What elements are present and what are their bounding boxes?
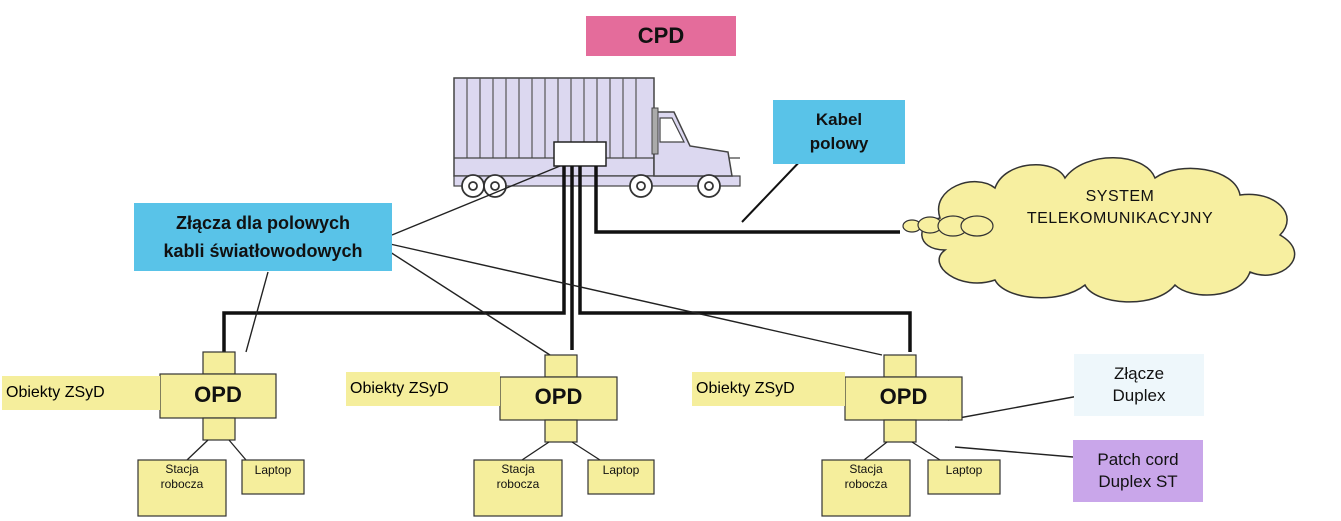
stacja-line2-3: robocza bbox=[844, 477, 888, 491]
zlacze-line2: Duplex bbox=[1112, 386, 1166, 405]
patch-cord-box: Patch cord Duplex ST bbox=[1073, 440, 1203, 502]
laptop-label-2: Laptop bbox=[602, 463, 640, 477]
cloud-shape bbox=[902, 157, 1296, 303]
fiber-cables bbox=[222, 166, 912, 352]
obiekty-label-3: Obiekty ZSyD bbox=[692, 372, 845, 406]
stacja-line1-1: Stacja bbox=[165, 462, 199, 476]
obiekty-label-2: Obiekty ZSyD bbox=[346, 372, 500, 406]
system-line1: SYSTEM bbox=[1085, 188, 1155, 205]
opd-label-1: OPD bbox=[194, 382, 242, 407]
zlacze-line1: Złącze bbox=[1113, 364, 1165, 383]
opd-node-2 bbox=[473, 354, 655, 517]
stacja-label-3: Stacja robocza bbox=[822, 462, 910, 492]
stacja-line2-1: robocza bbox=[160, 477, 204, 491]
opd-node-1 bbox=[137, 351, 305, 517]
opd-label-3: OPD bbox=[879, 384, 928, 409]
kabel-polowy-leader bbox=[741, 155, 806, 223]
zlacze-duplex-box: Złącze Duplex bbox=[1074, 354, 1204, 416]
kabel-polowy-box: Kabel polowy bbox=[773, 100, 905, 164]
kabel-polowy-line2: polowy bbox=[809, 134, 869, 153]
laptop-label-1: Laptop bbox=[254, 463, 292, 477]
connectors-line1: Złącza dla polowych bbox=[175, 213, 351, 233]
obiekty-text-2: Obiekty ZSyD bbox=[350, 380, 449, 397]
obiekty-text-1: Obiekty ZSyD bbox=[6, 384, 105, 401]
connectors-box: Złącza dla polowych kabli światłowodowyc… bbox=[134, 203, 392, 271]
stacja-label-2: Stacja robocza bbox=[474, 462, 562, 492]
system-line2: TELEKOMUNIKACYJNY bbox=[1026, 210, 1214, 227]
cpd-text: CPD bbox=[637, 23, 685, 48]
stacja-line1-3: Stacja bbox=[849, 462, 883, 476]
obiekty-label-1: Obiekty ZSyD bbox=[2, 376, 160, 410]
connector-leaders bbox=[245, 165, 1096, 458]
opd-node-3 bbox=[821, 354, 1001, 517]
patch-cord-line1: Patch cord bbox=[1097, 450, 1179, 469]
laptop-label-3: Laptop bbox=[945, 463, 983, 477]
cpd-label: CPD bbox=[586, 16, 736, 56]
connectors-line2: kabli światłowodowych bbox=[163, 241, 363, 261]
patch-cord-line2: Duplex ST bbox=[1098, 472, 1178, 491]
opd-label-2: OPD bbox=[534, 384, 583, 409]
system-label: SYSTEM TELEKOMUNIKACYJNY bbox=[990, 186, 1250, 230]
stacja-line2-2: robocza bbox=[496, 477, 540, 491]
kabel-polowy-line1: Kabel bbox=[815, 110, 863, 129]
stacja-label-1: Stacja robocza bbox=[138, 462, 226, 492]
stacja-line1-2: Stacja bbox=[501, 462, 535, 476]
obiekty-text-3: Obiekty ZSyD bbox=[696, 380, 795, 397]
